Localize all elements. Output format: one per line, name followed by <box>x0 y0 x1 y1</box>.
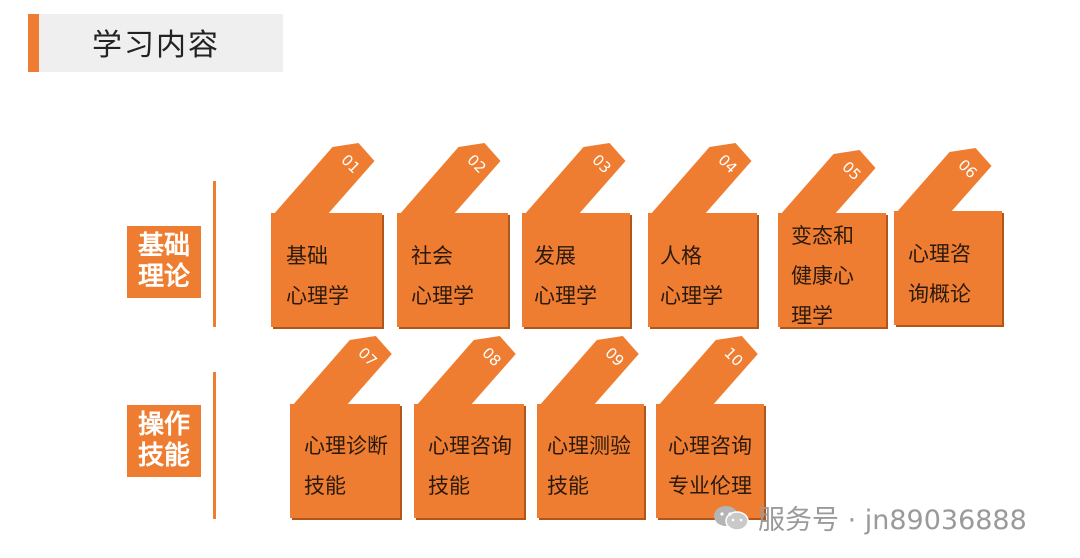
card-tag <box>273 143 375 215</box>
card-title: 心理咨询专业伦理 <box>668 426 752 506</box>
category-operation-skills: 操作技能 <box>127 405 201 477</box>
card-tag <box>896 148 992 213</box>
category-divider <box>213 181 216 327</box>
card-title-line: 发展 <box>534 244 576 268</box>
card-tag-shape <box>658 336 758 406</box>
card-title-line: 心理学 <box>534 284 597 308</box>
card-title-line: 心理咨 <box>908 242 971 266</box>
card-title-line: 心理学 <box>286 284 349 308</box>
card-body <box>271 213 382 327</box>
card-tag <box>524 143 626 215</box>
card-tag-shape <box>539 336 639 406</box>
card-title-line: 理学 <box>791 304 833 328</box>
card-title-line: 社会 <box>411 244 453 268</box>
category-label: 基础理论 <box>137 231 190 292</box>
category-label: 操作技能 <box>137 410 190 471</box>
card-body <box>648 213 757 327</box>
card-body <box>414 404 524 518</box>
card-tag-shape <box>399 143 501 215</box>
card-title: 心理诊断技能 <box>304 426 388 506</box>
card-title-line: 询概论 <box>908 282 971 306</box>
card-title: 心理咨询技能 <box>428 426 512 506</box>
header-accent <box>28 14 39 72</box>
wechat-icon <box>714 505 749 531</box>
card-title: 人格心理学 <box>660 236 723 316</box>
card-title-line: 健康心 <box>791 264 854 288</box>
card-title: 基础心理学 <box>286 236 349 316</box>
card-body <box>656 404 764 518</box>
category-divider <box>213 372 216 519</box>
card-title-line: 心理诊断 <box>304 434 388 458</box>
card-tag-shape <box>896 148 992 213</box>
card-title-line: 心理咨询 <box>668 434 752 458</box>
card-title-line: 心理测验 <box>547 434 631 458</box>
card-tag-shape <box>292 336 392 406</box>
card-title-line: 心理咨询 <box>428 434 512 458</box>
card-body <box>397 213 508 327</box>
card-tag <box>416 336 516 406</box>
card-body <box>290 404 400 518</box>
card-title: 心理测验技能 <box>547 426 631 506</box>
card-tag-shape <box>416 336 516 406</box>
card-body <box>537 404 644 518</box>
card-title-line: 人格 <box>660 244 702 268</box>
card-tag <box>650 143 752 215</box>
card-title: 变态和健康心理学 <box>791 216 854 336</box>
card-body <box>894 211 1002 325</box>
card-body <box>778 213 886 327</box>
card-title-line: 基础 <box>286 244 328 268</box>
page-title: 学习内容 <box>92 28 220 63</box>
category-basic-theory: 基础理论 <box>127 226 201 298</box>
card-title: 心理咨询概论 <box>908 234 971 314</box>
card-body <box>522 213 630 327</box>
card-tag <box>658 336 758 406</box>
header-bar <box>28 14 283 72</box>
card-tag-shape <box>273 143 375 215</box>
card-title-line: 技能 <box>547 474 589 498</box>
card-title-line: 变态和 <box>791 224 854 248</box>
card-tag-shape <box>780 150 876 215</box>
watermark-text: 服务号 · jn89036888 <box>758 505 1027 536</box>
card-title-line: 专业伦理 <box>668 474 752 498</box>
card-title-line: 心理学 <box>411 284 474 308</box>
card-title-line: 心理学 <box>660 284 723 308</box>
card-tag <box>292 336 392 406</box>
card-tag <box>399 143 501 215</box>
card-title-line: 技能 <box>428 474 470 498</box>
card-tag <box>539 336 639 406</box>
watermark: 服务号 · jn89036888 <box>712 498 1027 537</box>
card-title-line: 技能 <box>304 474 346 498</box>
card-tag-shape <box>650 143 752 215</box>
card-title: 社会心理学 <box>411 236 474 316</box>
card-tag <box>780 150 876 215</box>
card-tag-shape <box>524 143 626 215</box>
card-title: 发展心理学 <box>534 236 597 316</box>
